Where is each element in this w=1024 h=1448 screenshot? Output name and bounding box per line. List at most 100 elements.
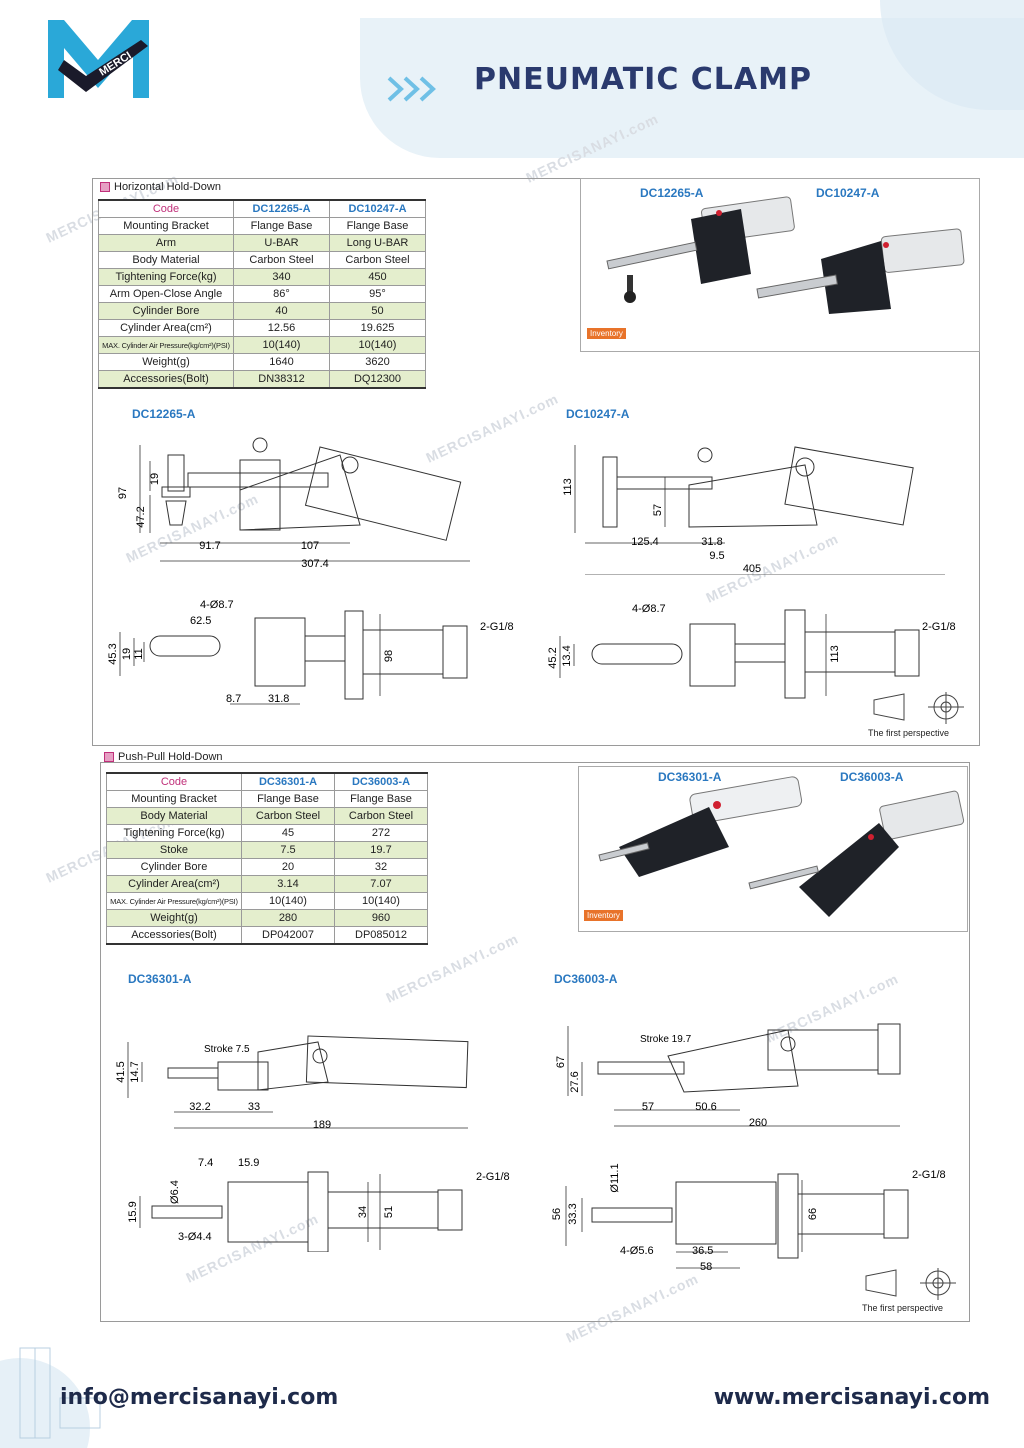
bullet-icon	[104, 752, 114, 762]
corner-decoration	[0, 1347, 101, 1448]
dimension-label: 125.4	[631, 536, 659, 548]
dimension-label: 2-G1/8	[476, 1171, 510, 1183]
projection-symbol-icon	[865, 1268, 956, 1300]
merci-logo: MERCI	[48, 20, 149, 98]
dimension-label: 307.4	[301, 558, 329, 570]
perspective-note: The first perspective	[862, 1303, 944, 1313]
dimension-label: 113	[562, 478, 574, 496]
dimension-label: 58	[700, 1261, 712, 1273]
dimension-label: Stroke 19.7	[640, 1034, 692, 1045]
dimension-label: 31.8	[268, 693, 289, 705]
technical-drawing-top: 4-Ø8.7 45.2 13.4 113 2-G1/8	[547, 603, 956, 699]
technical-drawing-side: 97 19 47.2 91.7 107 307.4	[117, 437, 470, 570]
dimension-label: 57	[652, 504, 664, 516]
header-model: DC36003-A	[334, 772, 428, 791]
dimension-label: 11	[133, 648, 145, 659]
drawing-label: DC12265-A	[132, 407, 196, 421]
header-model: DC12265-A	[233, 199, 330, 218]
drawing-label: DC10247-A	[566, 407, 630, 421]
dimension-label: 33	[248, 1101, 260, 1113]
dimension-label: 36.5	[692, 1245, 713, 1257]
technical-drawing-side: 113 57 125.4 31.8 9.5 405	[562, 445, 945, 575]
bullet-icon	[100, 182, 110, 192]
footer-email[interactable]: info@mercisanayi.com	[60, 1385, 339, 1410]
header-model: DC36301-A	[241, 772, 335, 791]
dimension-label: 3-Ø4.4	[178, 1231, 212, 1243]
section-caption: Push-Pull Hold-Down	[104, 751, 223, 763]
section-push-pull-hold-down	[100, 762, 970, 1322]
dimension-label: Stroke 7.5	[204, 1044, 250, 1055]
dimension-label: 19	[121, 648, 133, 660]
dimension-label: 2-G1/8	[912, 1169, 946, 1181]
dimension-label: 189	[313, 1119, 331, 1131]
dimension-label: 2-G1/8	[480, 621, 514, 633]
dimension-label: 32.2	[189, 1101, 210, 1113]
dimension-label: 14.7	[129, 1061, 141, 1082]
header-code: Code	[98, 199, 234, 218]
dimension-label: 2-G1/8	[922, 621, 956, 633]
dimension-label: 45.2	[547, 647, 559, 668]
technical-drawing-side: 67 27.6 Stroke 19.7 57 50.6 260	[555, 1023, 901, 1129]
dimension-label: 41.5	[115, 1061, 127, 1082]
spec-table: Code DC12265-A DC10247-A Mounting Bracke…	[98, 199, 426, 389]
photo-label: DC36301-A	[658, 770, 722, 784]
dimension-label: 62.5	[190, 615, 211, 627]
technical-drawing-top: 7.4 15.9 Ø6.4 15.9 3-Ø4.4 34 51 2-G1/8	[127, 1157, 510, 1252]
dimension-label: Ø11.1	[609, 1163, 621, 1192]
dimension-label: 98	[383, 650, 395, 662]
dimension-label: 260	[749, 1117, 767, 1129]
clamp-photo	[606, 196, 965, 314]
dimension-label: 34	[357, 1206, 369, 1218]
dimension-label: 405	[743, 563, 761, 575]
photo-label: DC12265-A	[640, 186, 704, 200]
photo-label: DC36003-A	[840, 770, 904, 784]
drawing-label: DC36003-A	[554, 972, 618, 986]
section-horizontal-hold-down	[92, 178, 980, 746]
dimension-label: 33.3	[567, 1203, 579, 1224]
dimension-label: 57	[642, 1101, 654, 1113]
product-photo-box	[580, 178, 980, 352]
header-code: Code	[106, 772, 242, 791]
dimension-label: Ø6.4	[169, 1180, 181, 1204]
clamp-photo	[598, 776, 965, 917]
dimension-label: 4-Ø8.7	[200, 599, 234, 611]
product-photo-box	[578, 766, 968, 932]
dimension-label: 13.4	[561, 645, 573, 666]
perspective-note: The first perspective	[868, 728, 950, 738]
footer-website[interactable]: www.mercisanayi.com	[713, 1385, 990, 1410]
drawing-label: DC36301-A	[128, 972, 192, 986]
technical-drawing-side: 41.5 14.7 Stroke 7.5 32.2 33 189	[115, 1035, 469, 1131]
dimension-label: 8.7	[226, 693, 241, 705]
dimension-label: 66	[807, 1208, 819, 1220]
dimension-label: 47.2	[135, 506, 147, 527]
dimension-label: 9.5	[709, 550, 724, 562]
dimension-label: 31.8	[701, 536, 722, 548]
dimension-label: 4-Ø5.6	[620, 1245, 654, 1257]
page-title: PNEUMATIC CLAMP	[474, 62, 812, 97]
dimension-label: 97	[117, 487, 129, 499]
chevrons-icon	[387, 76, 436, 102]
technical-drawing-top: Ø11.1 56 33.3 66 4-Ø5.6 36.5 58 2-G1/8	[551, 1163, 946, 1273]
dimension-label: 4-Ø8.7	[632, 603, 666, 615]
dimension-label: 19	[149, 473, 161, 485]
inventory-badge: Inventory	[584, 910, 623, 921]
technical-drawing-top: 4-Ø8.7 62.5 45.3 19 11 98 8.7 31.8 2-G1/…	[107, 599, 514, 705]
projection-symbol-icon	[873, 692, 964, 724]
dimension-label: 15.9	[238, 1157, 259, 1169]
spec-table: Code DC36301-A DC36003-A Mounting Bracke…	[106, 772, 428, 945]
dimension-label: 56	[551, 1208, 563, 1220]
table-row: MAX. Cylinder Air Pressure(kg/cm²)(PSI)1…	[106, 892, 428, 910]
